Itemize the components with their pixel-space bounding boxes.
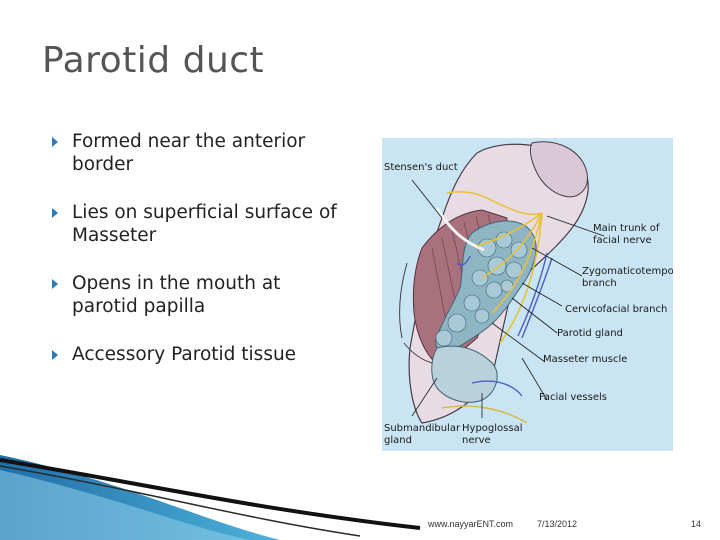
- bullet-arrow-icon: [52, 350, 58, 360]
- bullet-text: Formed near the anterior border: [72, 131, 306, 175]
- label-zygomaticotemporal: Zygomaticotempora branch: [582, 266, 673, 289]
- label-hypoglossal: Hypoglossal nerve: [462, 423, 523, 446]
- slide-title: Parotid duct: [42, 40, 265, 81]
- label-stensens-duct: Stensen's duct: [384, 162, 458, 173]
- bullet-text: Lies on superficial surface of Masseter: [72, 202, 337, 246]
- label-facial-vessels: Facial vessels: [539, 392, 607, 403]
- bullet-item: Accessory Parotid tissue: [52, 343, 352, 366]
- label-cervicofacial: Cervicofacial branch: [565, 304, 668, 315]
- label-submandibular: Submandibular gland: [384, 423, 461, 446]
- bullet-item: Lies on superficial surface of Masseter: [52, 201, 352, 247]
- footer-website: www.nayyarENT.com: [428, 519, 514, 529]
- bullet-item: Opens in the mouth at parotid papilla: [52, 272, 352, 318]
- bullet-text: Accessory Parotid tissue: [72, 344, 297, 365]
- bullet-arrow-icon: [52, 208, 58, 218]
- label-main-trunk: Main trunk of facial nerve: [593, 223, 660, 246]
- bullet-arrow-icon: [52, 137, 58, 147]
- label-parotid-gland: Parotid gland: [557, 328, 623, 339]
- slide-number: 14: [691, 519, 702, 529]
- bullet-list: Formed near the anterior border Lies on …: [52, 130, 352, 391]
- footer-date: 7/13/2012: [537, 519, 578, 529]
- bullet-item: Formed near the anterior border: [52, 130, 352, 176]
- decorative-wave: [0, 455, 421, 540]
- label-masseter: Masseter muscle: [543, 354, 628, 365]
- bullet-text: Opens in the mouth at parotid papilla: [72, 273, 281, 317]
- anatomy-drawing: [399, 141, 605, 424]
- anatomy-illustration: Stensen's duct Main trunk of facial nerv…: [382, 138, 673, 451]
- bullet-arrow-icon: [52, 279, 58, 289]
